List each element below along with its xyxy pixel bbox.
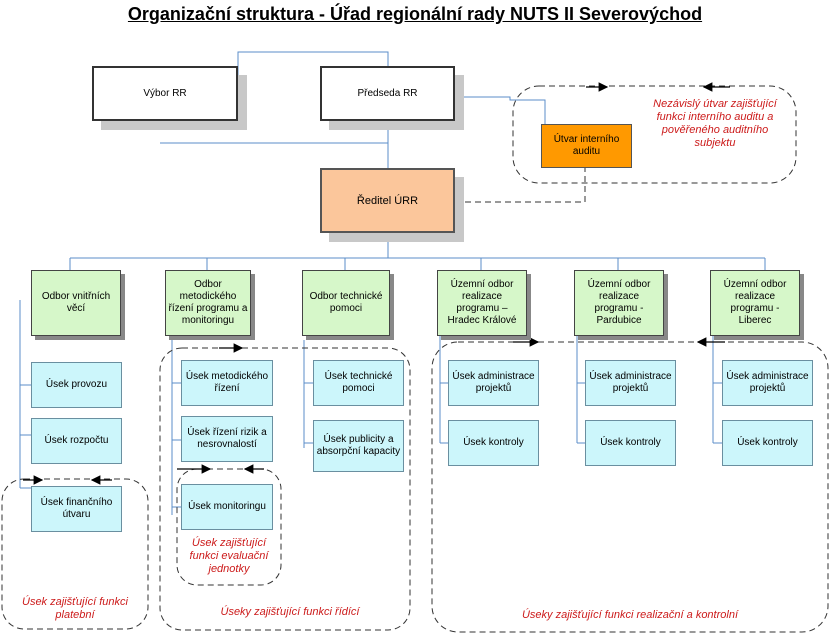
section-risk-management: Úsek řízení rizik a nesrovnalostí xyxy=(181,416,273,462)
department-methodical: Odbor metodického řízení programu a moni… xyxy=(165,270,251,336)
section-project-administration-li: Úsek administrace projektů xyxy=(722,360,813,406)
section-control-pa: Úsek kontroly xyxy=(585,420,676,466)
section-control-hk: Úsek kontroly xyxy=(448,420,539,466)
section-control-li: Úsek kontroly xyxy=(722,420,813,466)
section-monitoring: Úsek monitoringu xyxy=(181,484,273,530)
chart-title: Organizační struktura - Úřad regionální … xyxy=(127,4,703,24)
audit-note: Nezávislý útvar zajišťující funkci inter… xyxy=(653,98,777,149)
note-payment-function: Úsek zajišťující funkci platební xyxy=(22,596,128,621)
board-box: Výbor RR xyxy=(92,66,238,121)
section-project-administration-pa: Úsek administrace projektů xyxy=(585,360,676,406)
note-implementation-function: Úseky zajišťující funkci realizační a ko… xyxy=(521,609,739,621)
department-hradec-kralove: Územní odbor realizace programu – Hradec… xyxy=(437,270,527,336)
section-project-administration-hk: Úsek administrace projektů xyxy=(448,360,539,406)
department-liberec: Územní odbor realizace programu - Libere… xyxy=(710,270,800,336)
department-technical: Odbor technické pomoci xyxy=(302,270,390,336)
section-methodical-management: Úsek metodického řízení xyxy=(181,360,273,406)
section-technical-assistance: Úsek technické pomoci xyxy=(313,360,404,406)
note-evaluation-function: Úsek zajišťující funkci evaluační jednot… xyxy=(189,537,269,575)
note-management-function: Úseky zajišťující funkci řídící xyxy=(220,606,360,618)
director-box: Ředitel ÚRR xyxy=(320,168,455,233)
internal-audit-box: Útvar interního auditu xyxy=(541,124,632,168)
section-operations: Úsek provozu xyxy=(31,362,122,408)
section-finance: Úsek finančního útvaru xyxy=(31,486,122,532)
section-budget: Úsek rozpočtu xyxy=(31,418,122,464)
department-pardubice: Územní odbor realizace programu - Pardub… xyxy=(574,270,664,336)
chair-box: Předseda RR xyxy=(320,66,455,121)
department-internal: Odbor vnitřních věcí xyxy=(31,270,121,336)
section-publicity: Úsek publicity a absorpční kapacity xyxy=(313,420,404,472)
